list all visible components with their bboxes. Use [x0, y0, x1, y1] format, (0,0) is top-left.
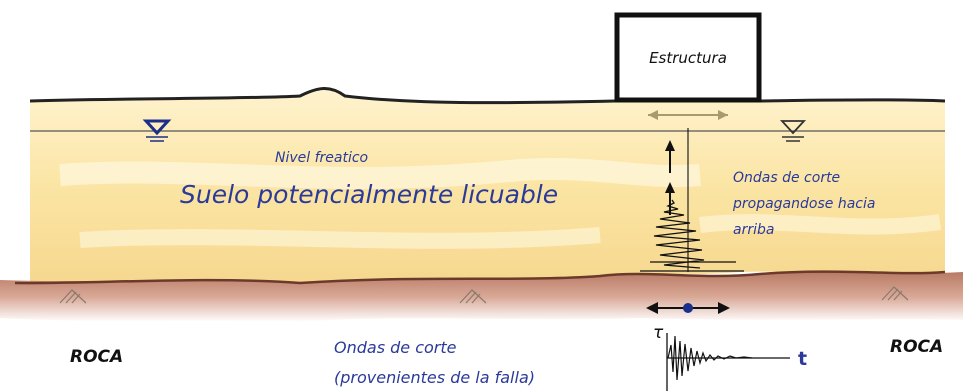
soil-texture: [79, 227, 601, 249]
rock-shear-arrow: [646, 302, 730, 314]
fault-mark-icon: [59, 289, 87, 304]
vertical-wave-trace: [653, 199, 705, 269]
structure-box: [614, 12, 762, 103]
fault-waves-label-line-2: (provenientes de la falla): [334, 368, 535, 387]
fault-waves-label-line-1: Ondas de corte: [334, 338, 457, 357]
soil-texture: [59, 157, 701, 190]
fault-mark-icon: [459, 289, 487, 304]
soil-label: Suelo potencialmente licuable: [180, 180, 558, 209]
soil-texture: [699, 214, 942, 235]
water-table-symbol-right: [779, 120, 807, 142]
upward-waves-label-line-2: propagandose hacia: [732, 196, 875, 212]
time-history-plot: τ t: [653, 323, 807, 391]
fault-mark-icon: [881, 286, 909, 301]
foundation-shear-arrow: [648, 110, 728, 120]
tau-label: τ: [653, 323, 664, 343]
rock-boundary: [14, 270, 946, 285]
time-axis-label: t: [798, 348, 807, 370]
structure-label: Estructura: [649, 49, 727, 67]
water-table-label: Nivel freatico: [275, 150, 368, 166]
upward-waves-label-line-3: arriba: [733, 222, 774, 238]
ground-surface: [29, 87, 946, 105]
water-table-symbol-left: [142, 119, 172, 142]
rock-label-left: ROCA: [70, 347, 123, 367]
upward-waves-label-line-1: Ondas de corte: [733, 170, 840, 186]
upward-arrow-icon: [665, 140, 675, 173]
rock-label-right: ROCA: [890, 337, 943, 357]
time-history-trace: [667, 335, 753, 381]
